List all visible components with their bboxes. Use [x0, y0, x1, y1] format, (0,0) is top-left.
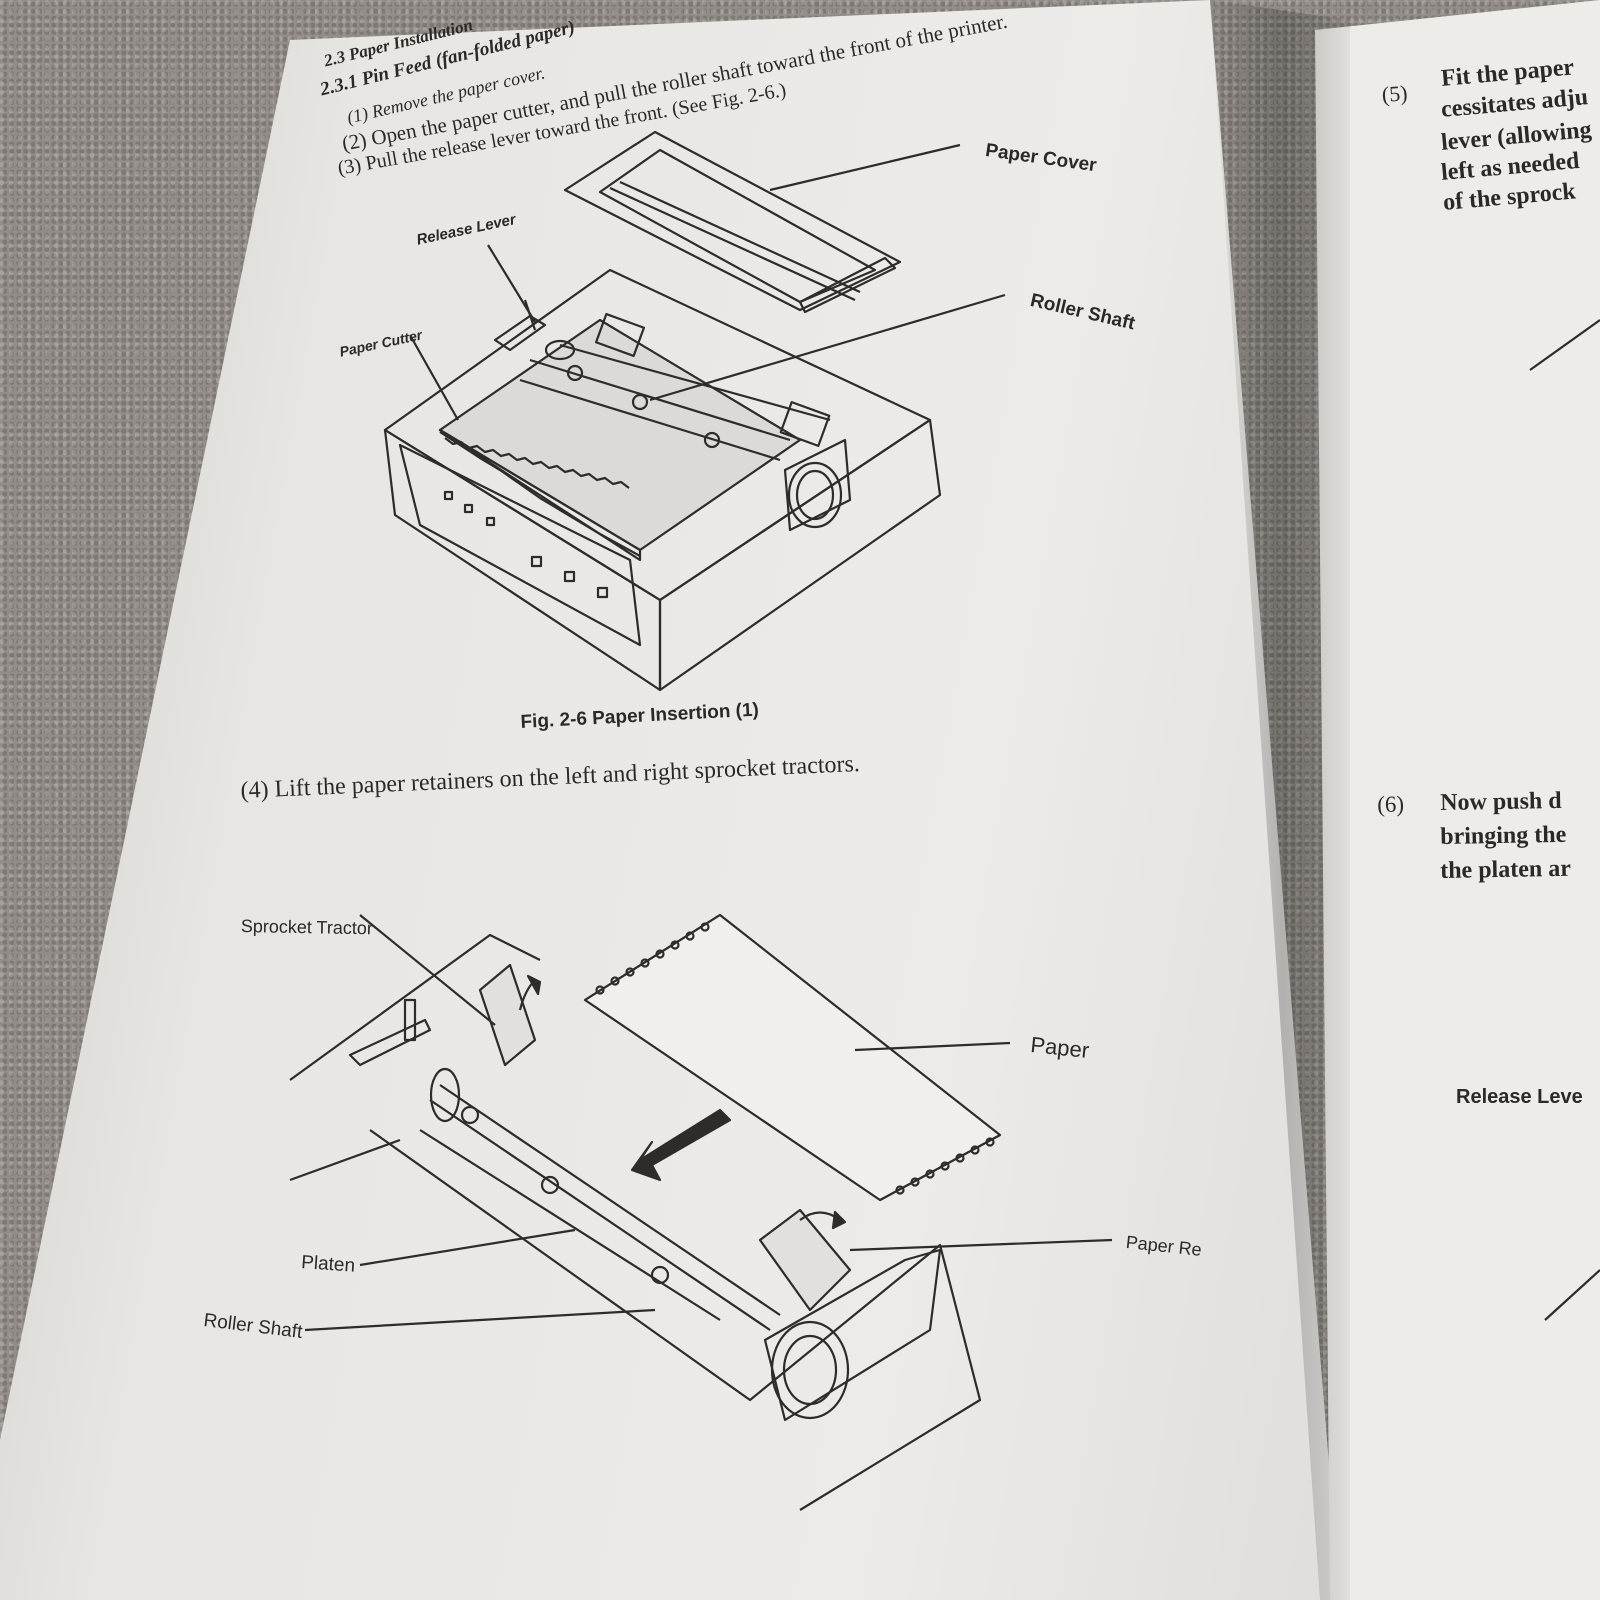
paper-cover-illustration — [563, 130, 902, 314]
label-sprocket-tractor: Sprocket Tractor — [240, 916, 374, 939]
right-step-6-line-2: bringing the — [1440, 821, 1567, 850]
right-step-6-line-3: the platen ar — [1440, 855, 1572, 884]
right-step-5-number: (5) — [1381, 80, 1409, 107]
right-step-6-number: (6) — [1377, 791, 1405, 817]
sprocket-tractor-illustration — [289, 913, 1002, 1511]
label-platen: Platen — [300, 1252, 356, 1277]
printer-body-illustration — [383, 268, 942, 692]
right-step-6-line-1: Now push d — [1440, 787, 1562, 816]
right-label-release-lever: Release Leve — [1456, 1086, 1583, 1108]
